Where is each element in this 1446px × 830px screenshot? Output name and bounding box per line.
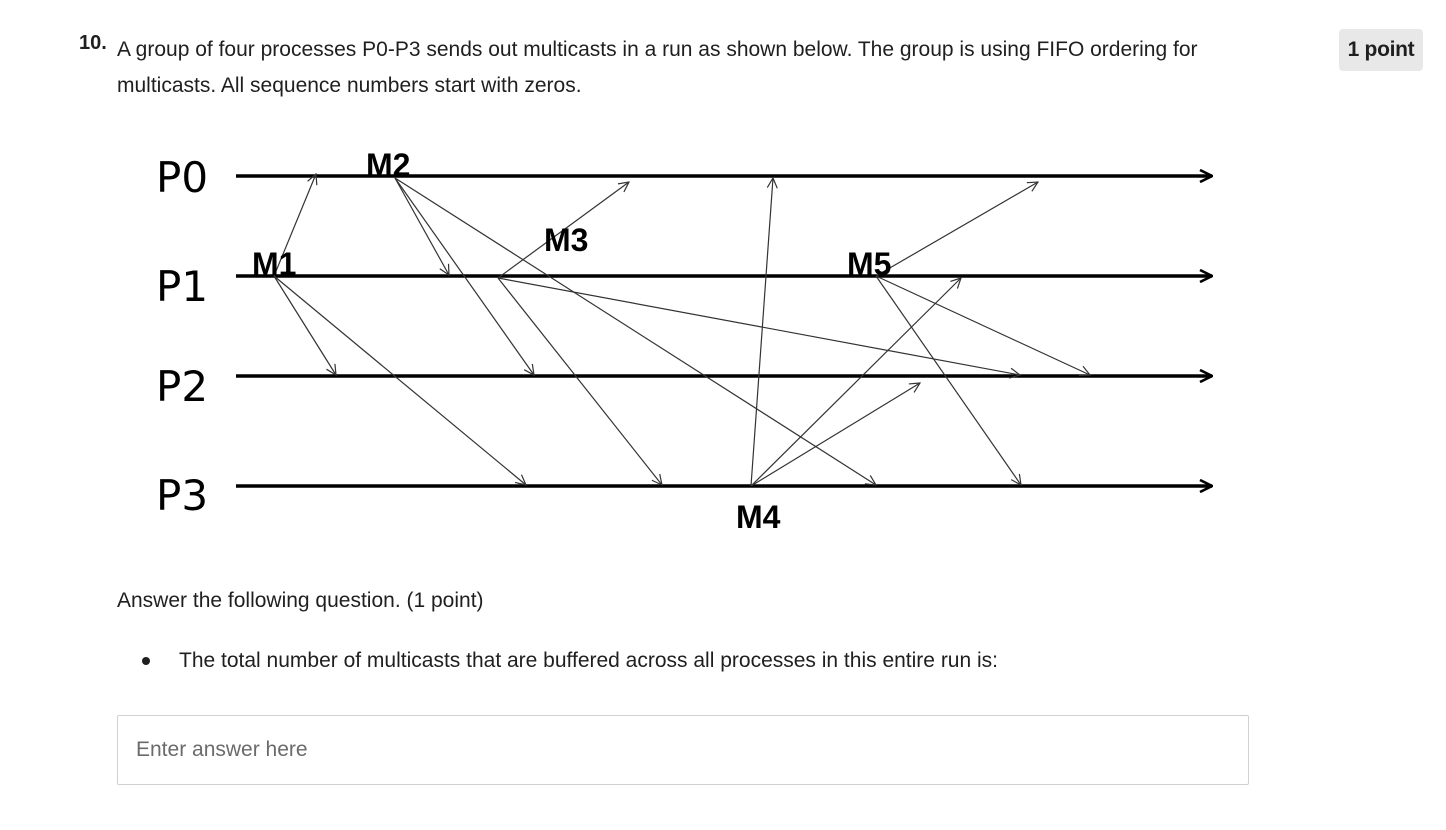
m1-to-p0-arrow (273, 174, 316, 277)
process-label-p3: P3 (156, 471, 208, 520)
m1-to-p2-arrow (273, 275, 336, 375)
m4-to-p1-arrow (750, 278, 961, 487)
multicast-timeline-diagram: P0 P1 P2 P3 (140, 135, 1230, 555)
m2-to-p1-arrow (394, 177, 449, 275)
message-label-m2: M2 (366, 147, 410, 183)
m4-to-p0-arrow (750, 178, 773, 487)
bullet-icon (142, 657, 150, 665)
process-label-p0: P0 (156, 153, 208, 202)
question-bullet: The total number of multicasts that are … (140, 649, 998, 673)
message-label-m5: M5 (847, 246, 891, 282)
m1-to-p3-arrow (273, 275, 526, 485)
m4-to-p2-arrow (750, 383, 920, 487)
message-label-m4: M4 (736, 499, 781, 535)
m3-to-p2-arrow (497, 277, 1020, 375)
m3-to-p0-arrow (497, 182, 629, 279)
points-badge: 1 point (1339, 29, 1423, 71)
question-text: A group of four processes P0-P3 sends ou… (117, 38, 1198, 97)
process-label-p2: P2 (156, 362, 208, 411)
instruction-text: Answer the following question. (1 point) (117, 589, 484, 612)
m5-to-p2-arrow (875, 275, 1090, 375)
m3-to-p3-arrow (497, 277, 662, 485)
answer-field[interactable] (117, 715, 1249, 785)
bullet-text: The total number of multicasts that are … (179, 649, 998, 672)
message-label-m1: M1 (252, 246, 296, 282)
m2-to-p3-arrow (394, 177, 876, 485)
message-label-m3: M3 (544, 222, 588, 258)
process-label-p1: P1 (156, 262, 208, 311)
m5-to-p0-arrow (875, 182, 1038, 277)
answer-input[interactable] (118, 716, 1248, 784)
m5-to-p3-arrow (875, 275, 1021, 485)
question-number: 10. (79, 32, 107, 54)
m2-to-p2-arrow (394, 177, 534, 375)
